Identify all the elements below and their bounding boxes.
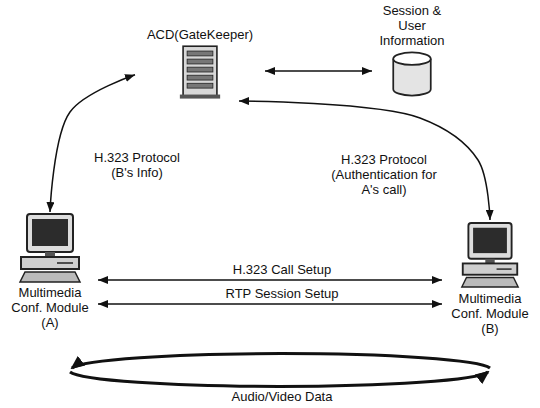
edge-label: H.323 Protocol (Authentication for A's c… (326, 152, 442, 197)
flow-label: Audio/Video Data (180, 389, 384, 404)
db-icon (385, 49, 439, 99)
loop-arrow (70, 372, 488, 386)
conference-terminal: Multimedia Conf. Module (B) (442, 220, 538, 337)
connector-arrow (265, 70, 372, 72)
edge-label: H.323 Protocol (B's Info) (92, 150, 182, 180)
connector-arrow (50, 75, 135, 212)
conference-terminal: Multimedia Conf. Module (A) (2, 212, 98, 331)
node-label: Multimedia Conf. Module (B) (442, 290, 538, 337)
server-icon (172, 43, 228, 101)
node-label: ACD(GateKeeper) (145, 26, 255, 43)
loop-arrow (72, 354, 490, 368)
edge-label: RTP Session Setup (190, 286, 374, 301)
edge-label: H.323 Call Setup (190, 262, 374, 277)
audio-video-loop (70, 354, 490, 387)
database: Session & User Information (372, 2, 452, 99)
pc-icon (17, 212, 83, 284)
node-label: Multimedia Conf. Module (A) (2, 284, 98, 331)
node-label: Session & User Information (372, 2, 452, 49)
connector-arrow (239, 101, 490, 220)
pc-icon (459, 220, 521, 290)
connector-arrow (98, 279, 442, 281)
gatekeeper-server: ACD(GateKeeper) (135, 26, 265, 101)
connector-arrow (98, 303, 442, 305)
